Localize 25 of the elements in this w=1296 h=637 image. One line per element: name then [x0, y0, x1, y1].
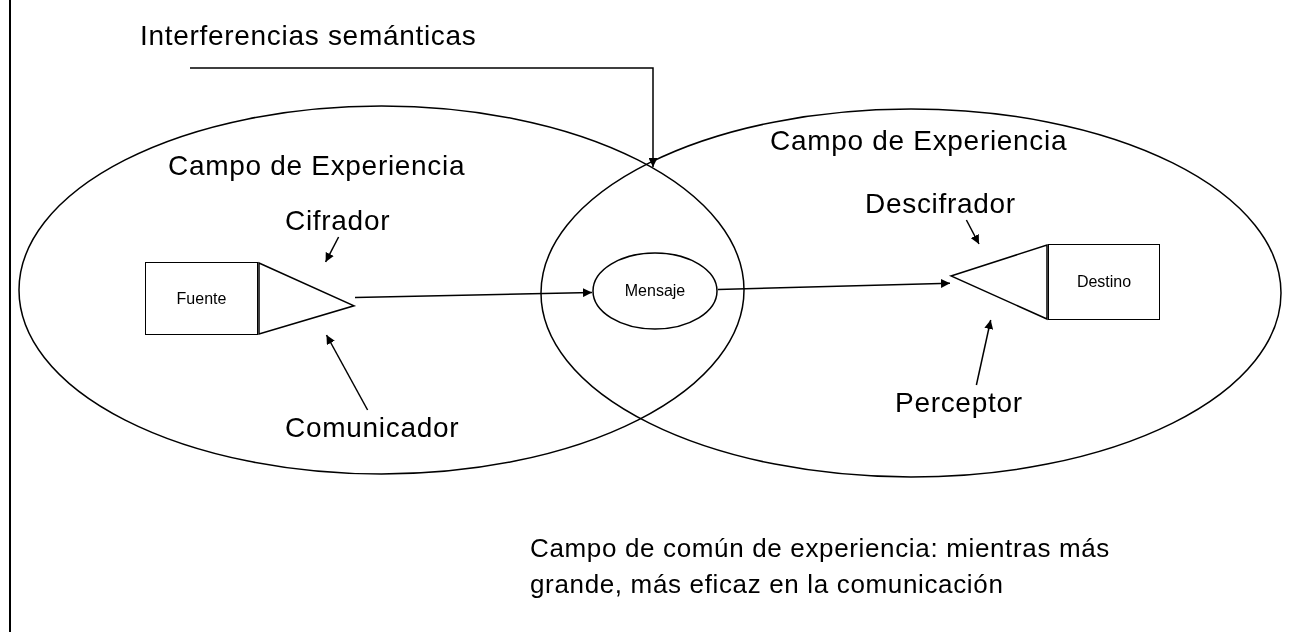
- arrow: [965, 219, 980, 245]
- experience-field-ellipse: [540, 108, 1282, 478]
- field-title: Campo de Experiencia: [168, 149, 466, 183]
- note-text: Campo de común de experiencia: mientras más grande, más eficaz en la comunicación: [530, 532, 1111, 601]
- noise-label: Interferencias semánticas: [140, 19, 477, 53]
- message-ellipse: [592, 252, 718, 330]
- arrow: [325, 334, 369, 411]
- arrow: [717, 279, 951, 291]
- decoder-label: Descifrador: [865, 187, 1016, 221]
- box-text: Fuente: [176, 288, 227, 309]
- communicator-label: Comunicador: [285, 411, 460, 445]
- arrow: [975, 319, 994, 386]
- box-text: Destino: [1076, 272, 1132, 292]
- arrow: [324, 236, 340, 263]
- perceiver-label: Perceptor: [895, 386, 1023, 420]
- encoder-triangle: [258, 262, 355, 335]
- message-text: Mensaje: [624, 282, 686, 299]
- encoder-label: Cifrador: [285, 204, 391, 238]
- source-box: [145, 262, 258, 335]
- experience-field-ellipse: [18, 105, 745, 475]
- destination-box: [1048, 244, 1160, 320]
- arrow: [189, 67, 658, 168]
- field-title: Campo de Experiencia: [770, 124, 1068, 158]
- arrow: [354, 288, 593, 299]
- decoder-triangle: [950, 244, 1048, 320]
